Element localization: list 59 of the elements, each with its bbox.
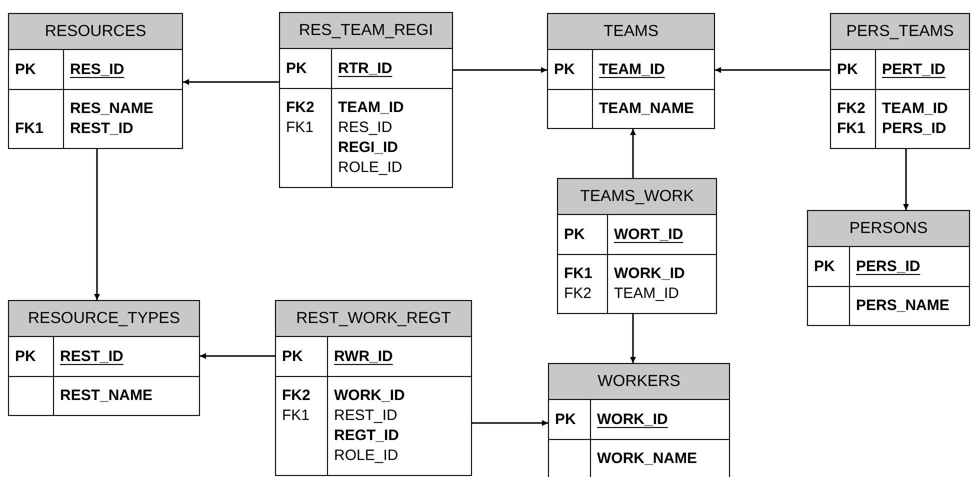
entity-table	[547, 13, 715, 129]
arrow	[472, 420, 548, 426]
column-name: TEAM_ID RES_ID REGI_ID ROLE_ID	[337, 98, 405, 178]
table-name: PERS_TEAMS	[831, 14, 969, 50]
key-label: PK	[280, 49, 332, 89]
column-name: TEAM_NAME	[598, 99, 696, 119]
key-label: FK2 FK1	[276, 377, 328, 475]
column-name: WORT_ID	[608, 215, 716, 255]
table-name: TEAMS	[548, 14, 714, 50]
key-label: FK1 FK2	[558, 255, 608, 313]
entity-table	[830, 13, 970, 149]
column-name: PERT_ID	[876, 50, 969, 90]
entity-table	[548, 363, 730, 477]
table-name: WORKERS	[549, 364, 729, 400]
column-name: TEAM_ID	[593, 50, 714, 90]
entity-table	[8, 13, 183, 149]
key-label: PK	[9, 337, 54, 377]
key-label: PK	[276, 337, 328, 377]
column-name: RES_NAME REST_ID	[69, 99, 154, 139]
column-name: RES_ID	[64, 50, 182, 90]
entity-table	[807, 210, 970, 326]
key-label: PK	[549, 400, 591, 440]
key-label: PK	[9, 50, 64, 90]
key-label: FK2 FK1	[280, 89, 332, 187]
column-name: RWR_ID	[328, 337, 471, 377]
column-name: WORK_NAME	[596, 449, 698, 469]
key-label: PK	[548, 50, 593, 90]
column-name: REST_NAME	[59, 386, 154, 406]
arrow	[183, 79, 279, 85]
arrow	[630, 129, 636, 178]
table-name: RES_TEAM_REGI	[280, 13, 452, 49]
key-label: PK	[831, 50, 876, 90]
arrow	[903, 149, 909, 210]
arrow	[453, 67, 547, 73]
table-name: RESOURCE_TYPES	[9, 301, 199, 337]
column-name: REST_ID	[54, 337, 199, 377]
column-name: WORK_ID REST_ID REGT_ID ROLE_ID	[333, 386, 406, 466]
entity-table	[275, 300, 472, 476]
column-name: WORK_ID TEAM_ID	[613, 264, 686, 304]
column-name: PERS_ID	[850, 247, 969, 287]
key-label: FK2 FK1	[831, 90, 876, 148]
column-name: PERS_NAME	[855, 296, 950, 316]
column-name: WORK_ID	[591, 400, 729, 440]
table-name: REST_WORK_REGT	[276, 301, 471, 337]
table-name: TEAMS_WORK	[558, 179, 716, 215]
key-label: FK1	[9, 90, 64, 148]
entity-table	[279, 12, 453, 188]
entity-table	[8, 300, 200, 416]
key-label: PK	[558, 215, 608, 255]
column-name: TEAM_ID PERS_ID	[881, 99, 949, 139]
column-name: RTR_ID	[332, 49, 452, 89]
table-name: PERSONS	[808, 211, 969, 247]
table-name: RESOURCES	[9, 14, 182, 50]
arrow	[715, 67, 830, 73]
key-label: PK	[808, 247, 850, 287]
arrow	[94, 149, 100, 300]
arrow	[630, 314, 636, 363]
arrow	[200, 353, 275, 359]
entity-table	[557, 178, 717, 314]
